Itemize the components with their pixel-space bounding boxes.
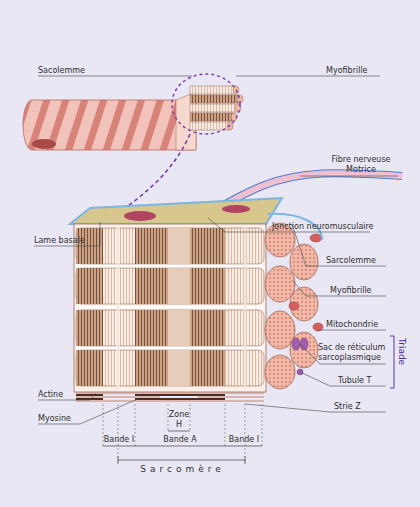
part-label: Fibre nerveuse Motrice xyxy=(326,155,396,175)
part-label: Lame basale xyxy=(34,236,104,246)
part-label: Tubule T xyxy=(338,376,398,386)
part-label: Zone H xyxy=(166,410,192,430)
part-label: Jonction neuromusculaire xyxy=(272,222,382,232)
part-label: Mitochondrie xyxy=(326,320,396,330)
part-label: Sac de réticulum sarcoplasmique xyxy=(318,343,390,363)
part-label: Myofibrille xyxy=(326,66,396,76)
part-label: Sacolemme xyxy=(38,66,118,76)
part-label: Bande I xyxy=(228,435,260,445)
part-label: Myosine xyxy=(38,414,98,424)
part-label: Bande A xyxy=(150,435,210,445)
part-label: Sarcomère xyxy=(110,464,255,474)
part-label: Sarcolemme xyxy=(326,256,396,266)
part-label: Bande I xyxy=(103,435,135,445)
part-label: Strie Z xyxy=(334,402,394,412)
part-label: Triade xyxy=(397,338,407,365)
part-label: Myofibrille xyxy=(330,286,400,296)
part-label: Actine xyxy=(38,390,98,400)
